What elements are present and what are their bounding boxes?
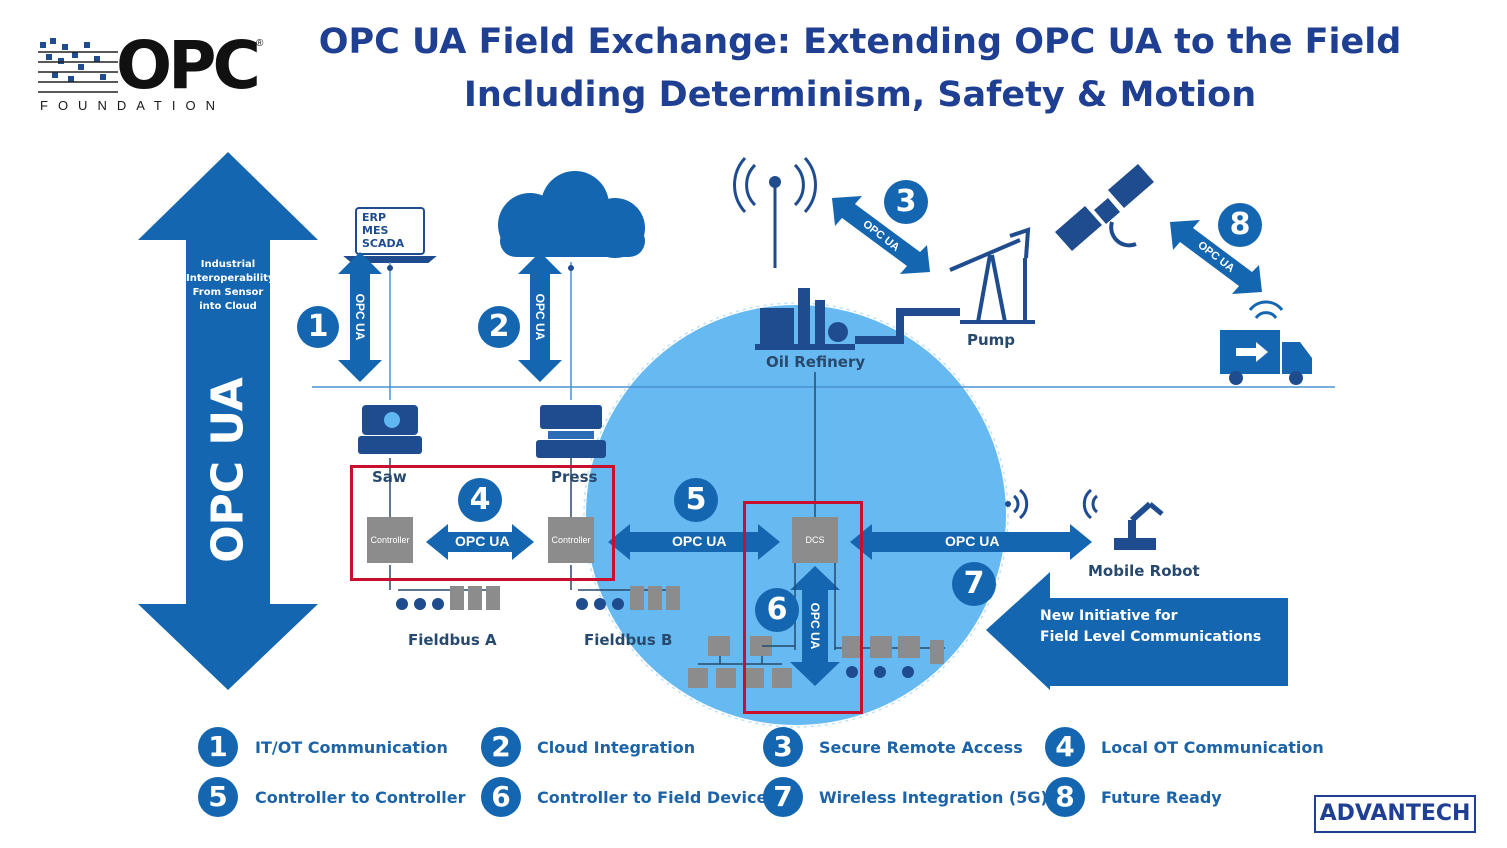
opc-logo-registered: ® [256, 38, 264, 49]
arrow-1-label: OPC UA [353, 293, 367, 341]
legend-text-2: Cloud Integration [537, 738, 696, 757]
legend-text-4: Local OT Communication [1101, 738, 1324, 757]
page-title-line2: Including Determinism, Safety & Motion [463, 75, 1257, 115]
wireless-icon [1012, 488, 1099, 520]
arrow-5-label: OPC UA [672, 533, 727, 549]
legend-num-4: 4 [1045, 727, 1085, 767]
badge-6: 6 [755, 588, 799, 632]
pump-label: Pump [967, 331, 1016, 349]
initiative-line1: New Initiative for [1040, 608, 1178, 624]
arrow-4-label: OPC UA [455, 533, 510, 549]
highlight-controller-field [743, 501, 863, 714]
mobile-robot-icon [1114, 501, 1164, 550]
badge-7: 7 [952, 562, 996, 606]
dcs-field-devices-right [835, 636, 945, 678]
badge-5: 5 [674, 478, 718, 522]
satellite-icon [1055, 164, 1154, 251]
arrow-4-horizontal [426, 524, 534, 560]
arrow-5-horizontal [608, 524, 780, 560]
arrow-6-vertical [790, 566, 840, 686]
arrow-8-diagonal [1170, 220, 1262, 294]
laptop-line-erp: ERP [362, 211, 387, 224]
oil-refinery-label: Oil Refinery [766, 353, 866, 371]
mobile-robot-label: Mobile Robot [1088, 562, 1200, 580]
press-label: Press [551, 468, 598, 486]
fieldbus-b-devices [570, 565, 680, 610]
radio-tower-icon [733, 156, 817, 268]
plant-circle-dots [583, 302, 1009, 728]
side-arrow-label: OPC UA [202, 377, 254, 563]
opc-foundation-logo: OPC ® FOUNDATION [38, 27, 268, 120]
arrow-7-horizontal [850, 524, 1092, 560]
vertical-interoperability-arrow [138, 152, 318, 690]
cloud-icon [498, 171, 645, 258]
legend-text-3: Secure Remote Access [819, 738, 1023, 757]
oil-refinery-icon [755, 288, 855, 350]
plant-circle [586, 305, 1006, 725]
arrow-2-vertical [518, 252, 562, 382]
dcs-controller: DCS [792, 517, 838, 563]
controller-a: Controller [367, 517, 413, 563]
badge-2: 2 [478, 306, 520, 348]
legend-text-8: Future Ready [1101, 788, 1222, 807]
legend-num-3: 3 [763, 727, 803, 767]
badge-3: 3 [884, 180, 928, 224]
legend-num-7: 7 [763, 777, 803, 817]
legend-text-7: Wireless Integration (5G) [819, 788, 1048, 807]
legend-num-8: 8 [1045, 777, 1085, 817]
legend-text-1: IT/OT Communication [255, 738, 448, 757]
advantech-logo: ADVANTECH [1314, 795, 1476, 833]
arrow-1-vertical [338, 252, 382, 382]
laptop-line-mes: MES [362, 224, 389, 237]
press-machine-icon [536, 405, 606, 458]
controller-b: Controller [548, 517, 594, 563]
side-arrow-caption: Industrial Interoperability: From Sensor… [186, 259, 279, 312]
legend-text-6: Controller to Field Device [537, 788, 768, 807]
laptop-screen-text: ERP MES SCADA [362, 211, 404, 250]
initiative-line2: Field Level Communications [1040, 629, 1262, 645]
initiative-text: New Initiative for Field Level Communica… [1040, 606, 1261, 648]
arrow-2-label: OPC UA [533, 293, 547, 341]
legend-num-6: 6 [481, 777, 521, 817]
saw-machine-icon [358, 405, 422, 454]
pump-jack-icon [949, 227, 1035, 324]
arrow-3-diagonal [832, 196, 930, 274]
fieldbus-b-label: Fieldbus B [584, 631, 673, 649]
opc-logo-subtitle: FOUNDATION [40, 98, 225, 113]
opc-logo-wordmark: OPC [116, 27, 261, 104]
arrow-7-label: OPC UA [945, 533, 1000, 549]
fieldbus-a-devices [389, 565, 500, 610]
badge-4: 4 [458, 478, 502, 522]
fieldbus-a-label: Fieldbus A [408, 631, 497, 649]
page-title-line1: OPC UA Field Exchange: Extending OPC UA … [318, 22, 1402, 62]
dcs-field-devices-left [688, 636, 795, 688]
initiative-arrow [986, 572, 1288, 690]
laptop-line-scada: SCADA [362, 237, 405, 250]
badge-1: 1 [297, 306, 339, 348]
truck-wifi-icon [1248, 300, 1284, 319]
legend-num-2: 2 [481, 727, 521, 767]
legend-num-1: 1 [198, 727, 238, 767]
truck-icon [1220, 330, 1312, 385]
legend-num-5: 5 [198, 777, 238, 817]
opc-logo-graphic [38, 38, 118, 93]
legend-text-5: Controller to Controller [255, 788, 466, 807]
badge-8: 8 [1218, 203, 1262, 247]
highlight-local-ot [350, 465, 615, 581]
saw-label: Saw [372, 468, 407, 486]
